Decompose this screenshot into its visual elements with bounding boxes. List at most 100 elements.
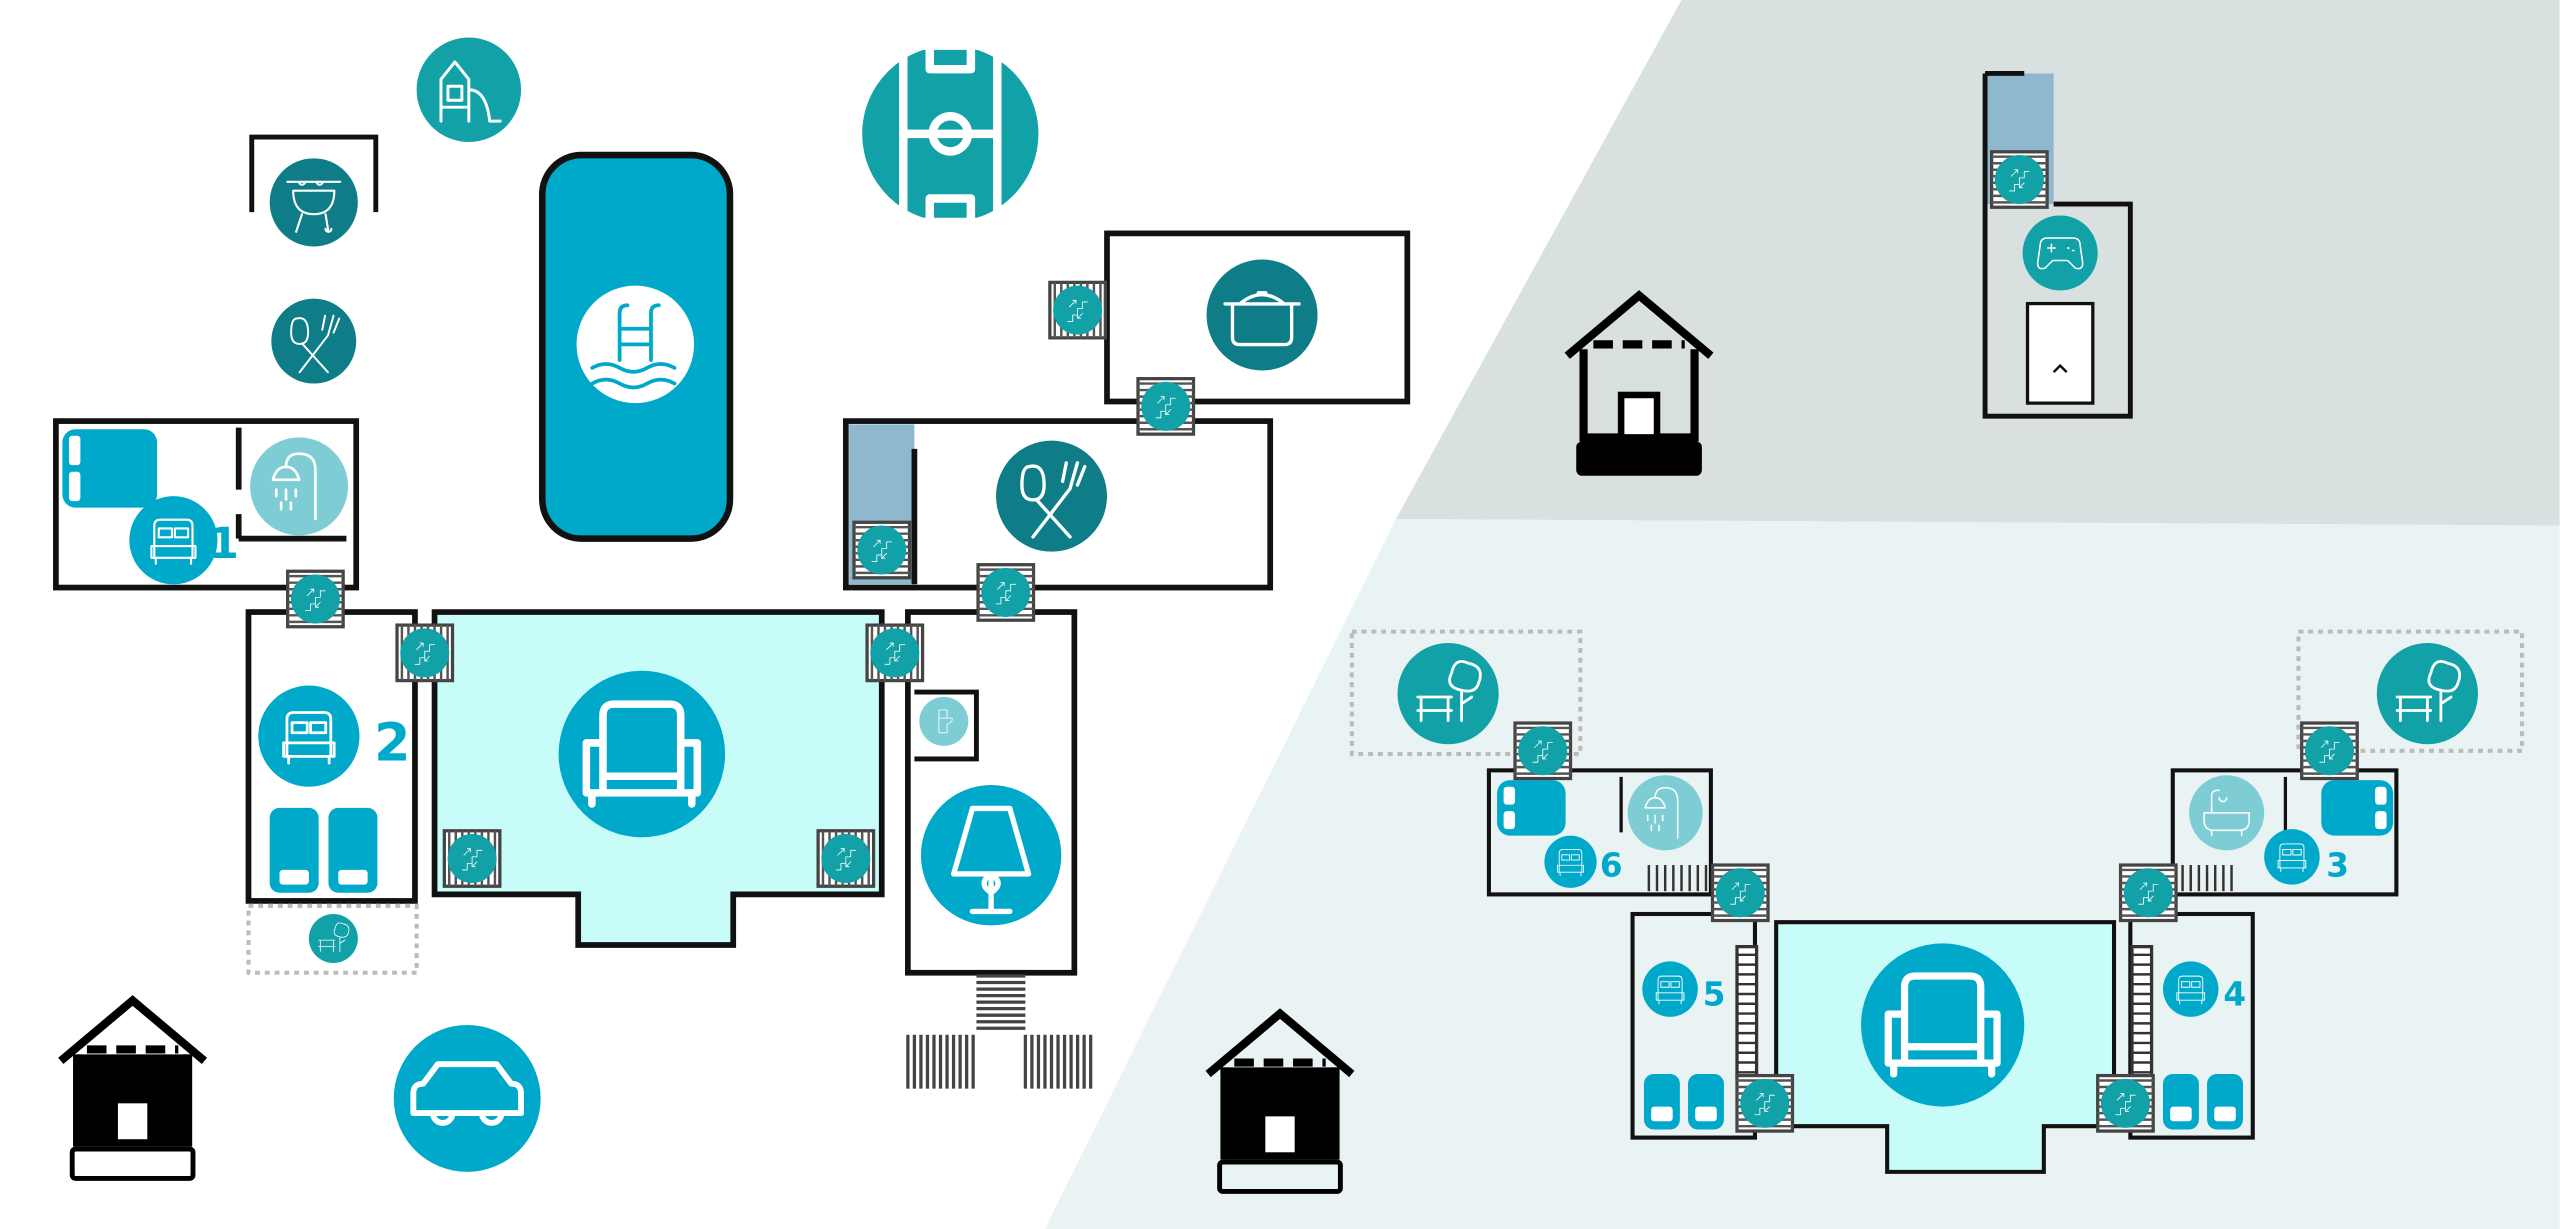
stairs-icon-glyph [1730,882,1751,905]
bathtub-icon-glyph [2203,789,2250,837]
shower-badge [250,437,349,536]
room-number-2: 2 [374,714,410,774]
garden-badge [1397,643,1499,745]
stairs-block [1048,280,1107,340]
shower-badge [1627,775,1703,851]
cooking-pot-icon-glyph [1223,291,1301,347]
pool-icon [576,285,695,404]
room-number-3: 3 [2326,846,2349,884]
stairs-icon-glyph [2009,169,2030,192]
football-field-icon [862,41,1039,227]
stairs-icon-glyph [1532,740,1553,763]
pillow [1695,1106,1717,1122]
room-3 [2170,768,2399,897]
toilet-icon-glyph [938,709,953,734]
stairs-block [1989,150,2049,209]
stairs-block [395,623,455,683]
garden-icon-glyph [2395,660,2462,723]
bed-badge [1642,961,1698,1017]
bed-icon [1544,835,1597,888]
game-controller-icon [2022,215,2098,291]
room-number-1: 1 [209,520,239,569]
garden-icon-glyph [318,922,350,952]
bed-icon-glyph [150,518,197,565]
house-roof [1564,290,1714,359]
stairs-block [286,569,345,629]
bed-icon [2162,961,2219,1017]
wc-partition [914,689,979,762]
bed-icon-glyph [1557,849,1585,877]
stairs-block [852,520,912,580]
bed-badge [1544,835,1597,888]
sofa-icon [1861,943,2025,1107]
dining-icon [271,298,357,384]
lamp-icon-glyph [950,805,1032,915]
terrace [2296,629,2525,753]
pool-table-icon [2025,301,2095,405]
stairs-icon-glyph [884,642,906,665]
cooking-pot-badge [1206,259,1318,371]
stairs-block [1136,377,1196,436]
football-field-icon-glyph [899,41,1002,227]
house-door [1258,1109,1302,1159]
game-room [1982,70,2133,419]
game-controller-badge [2022,215,2098,291]
double-bed [62,429,158,508]
bathtub-icon [2189,775,2265,851]
ladder-frame [1735,945,1759,1079]
stairs-block [865,623,925,683]
car-icon [393,1024,541,1172]
stairs-icon-glyph [1155,396,1176,419]
dining-icon-glyph [290,314,341,374]
bed-icon [1642,961,1698,1017]
garden-badge [308,913,358,963]
garden-icon [2376,643,2478,745]
stairs-icon-glyph [2138,882,2159,905]
bed-icon [129,496,218,585]
house-icon [1205,1008,1355,1194]
shower-icon [1627,775,1703,851]
bbq-icon-glyph [286,180,342,233]
pillow [2375,786,2387,805]
pillow [279,869,309,885]
stair-ladder [2130,945,2154,1079]
shower-icon-glyph [271,452,317,521]
stairs-block [442,829,502,888]
playground-icon [416,37,522,142]
stairs-block [1735,1073,1795,1133]
stairs-icon-glyph [461,848,483,871]
pillow [68,435,81,466]
sofa-icon-glyph [1884,972,2001,1078]
bed-icon [2264,829,2320,885]
room-number-6: 6 [1600,846,1623,884]
bed-icon-glyph [1655,975,1685,1005]
playground-icon-glyph [439,60,502,123]
garden-icon [308,913,358,963]
house-door [1617,391,1661,441]
stairs-block [2096,1073,2155,1133]
house-base [1576,441,1702,476]
room-6 [1486,768,1713,897]
car-badge [393,1024,541,1172]
bed-badge [258,685,360,787]
outdoor-steps [906,974,1093,1089]
house-door [111,1096,154,1146]
pillow [338,869,368,885]
garden-badge [2376,643,2478,745]
pillow [1503,811,1516,830]
house-roof [1205,1008,1355,1078]
cooking-pot-icon [1206,259,1318,371]
stairs-block [2300,721,2359,781]
lamp-badge [920,785,1062,926]
pillow [1503,786,1516,805]
stairs-icon-glyph [2319,740,2340,763]
stairs-icon-glyph [1067,299,1088,322]
stairs-icon-glyph [995,582,1017,605]
bed-icon-glyph [2277,843,2307,873]
dining-icon [996,440,1107,552]
bed-badge [129,496,218,585]
pillow [1651,1106,1673,1122]
bbq-enclosure [249,134,379,213]
upper-floor-background [1395,0,2560,526]
bed-icon-glyph [2176,975,2206,1005]
